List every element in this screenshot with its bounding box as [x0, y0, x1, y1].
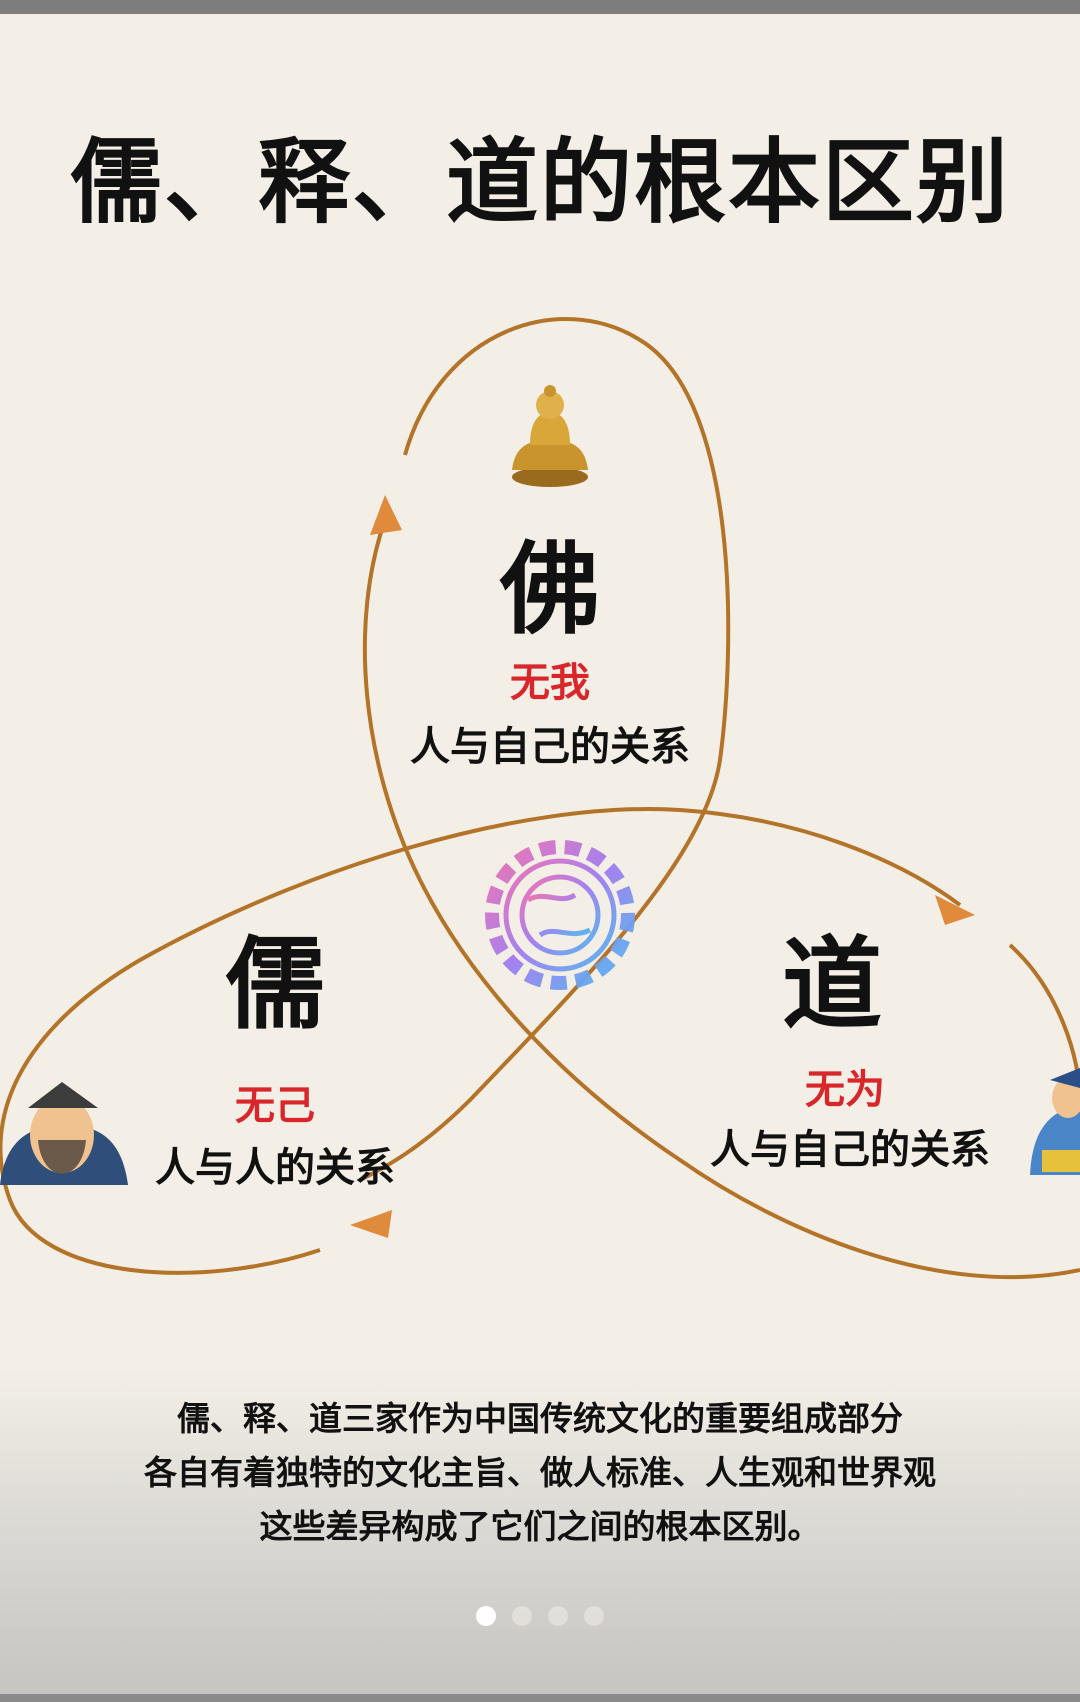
node-tao-principle: 无为 [805, 1067, 885, 1113]
caption-line: 儒、释、道三家作为中国传统文化的重要组成部分 [177, 1399, 903, 1438]
node-buddha-relation: 人与自己的关系 [410, 724, 690, 770]
bottom-bar [0, 1694, 1080, 1702]
loop-buddha-left [362, 519, 1080, 1280]
arrow-up [370, 495, 402, 535]
node-buddha-name: 佛 [500, 531, 600, 648]
page-indicator [0, 1606, 1080, 1626]
caption-backdrop [0, 1370, 1080, 1694]
page-dot-4[interactable] [584, 1606, 604, 1626]
node-tao-name: 道 [782, 926, 882, 1043]
top-bar [0, 0, 1080, 14]
loop-buddha [359, 317, 731, 1182]
arrow-left [350, 1210, 392, 1238]
buddha-statue-icon [512, 385, 588, 487]
page-dot-1[interactable] [476, 1606, 496, 1626]
node-buddha-principle: 无我 [510, 660, 590, 706]
taoist-figure-icon [1030, 1068, 1080, 1175]
loop-confucian [0, 807, 962, 1275]
arrow-right [935, 895, 975, 925]
page-title: 儒、释、道的根本区别 [69, 129, 1010, 236]
caption-line: 各自有着独特的文化主旨、做人标准、人生观和世界观 [144, 1453, 936, 1492]
caption: 儒、释、道三家作为中国传统文化的重要组成部分 各自有着独特的文化主旨、做人标准、… [0, 1392, 1080, 1554]
page-dot-2[interactable] [512, 1606, 532, 1626]
confucius-portrait-icon [0, 1082, 128, 1185]
caption-line: 这些差异构成了它们之间的根本区别。 [259, 1507, 821, 1546]
node-confucian-principle: 无己 [235, 1083, 315, 1129]
node-tao-relation: 人与自己的关系 [710, 1127, 990, 1173]
node-confucian-relation: 人与人的关系 [155, 1145, 395, 1191]
node-confucian-name: 儒 [225, 926, 325, 1043]
page-dot-3[interactable] [548, 1606, 568, 1626]
gear-globe-logo-icon [485, 840, 635, 990]
